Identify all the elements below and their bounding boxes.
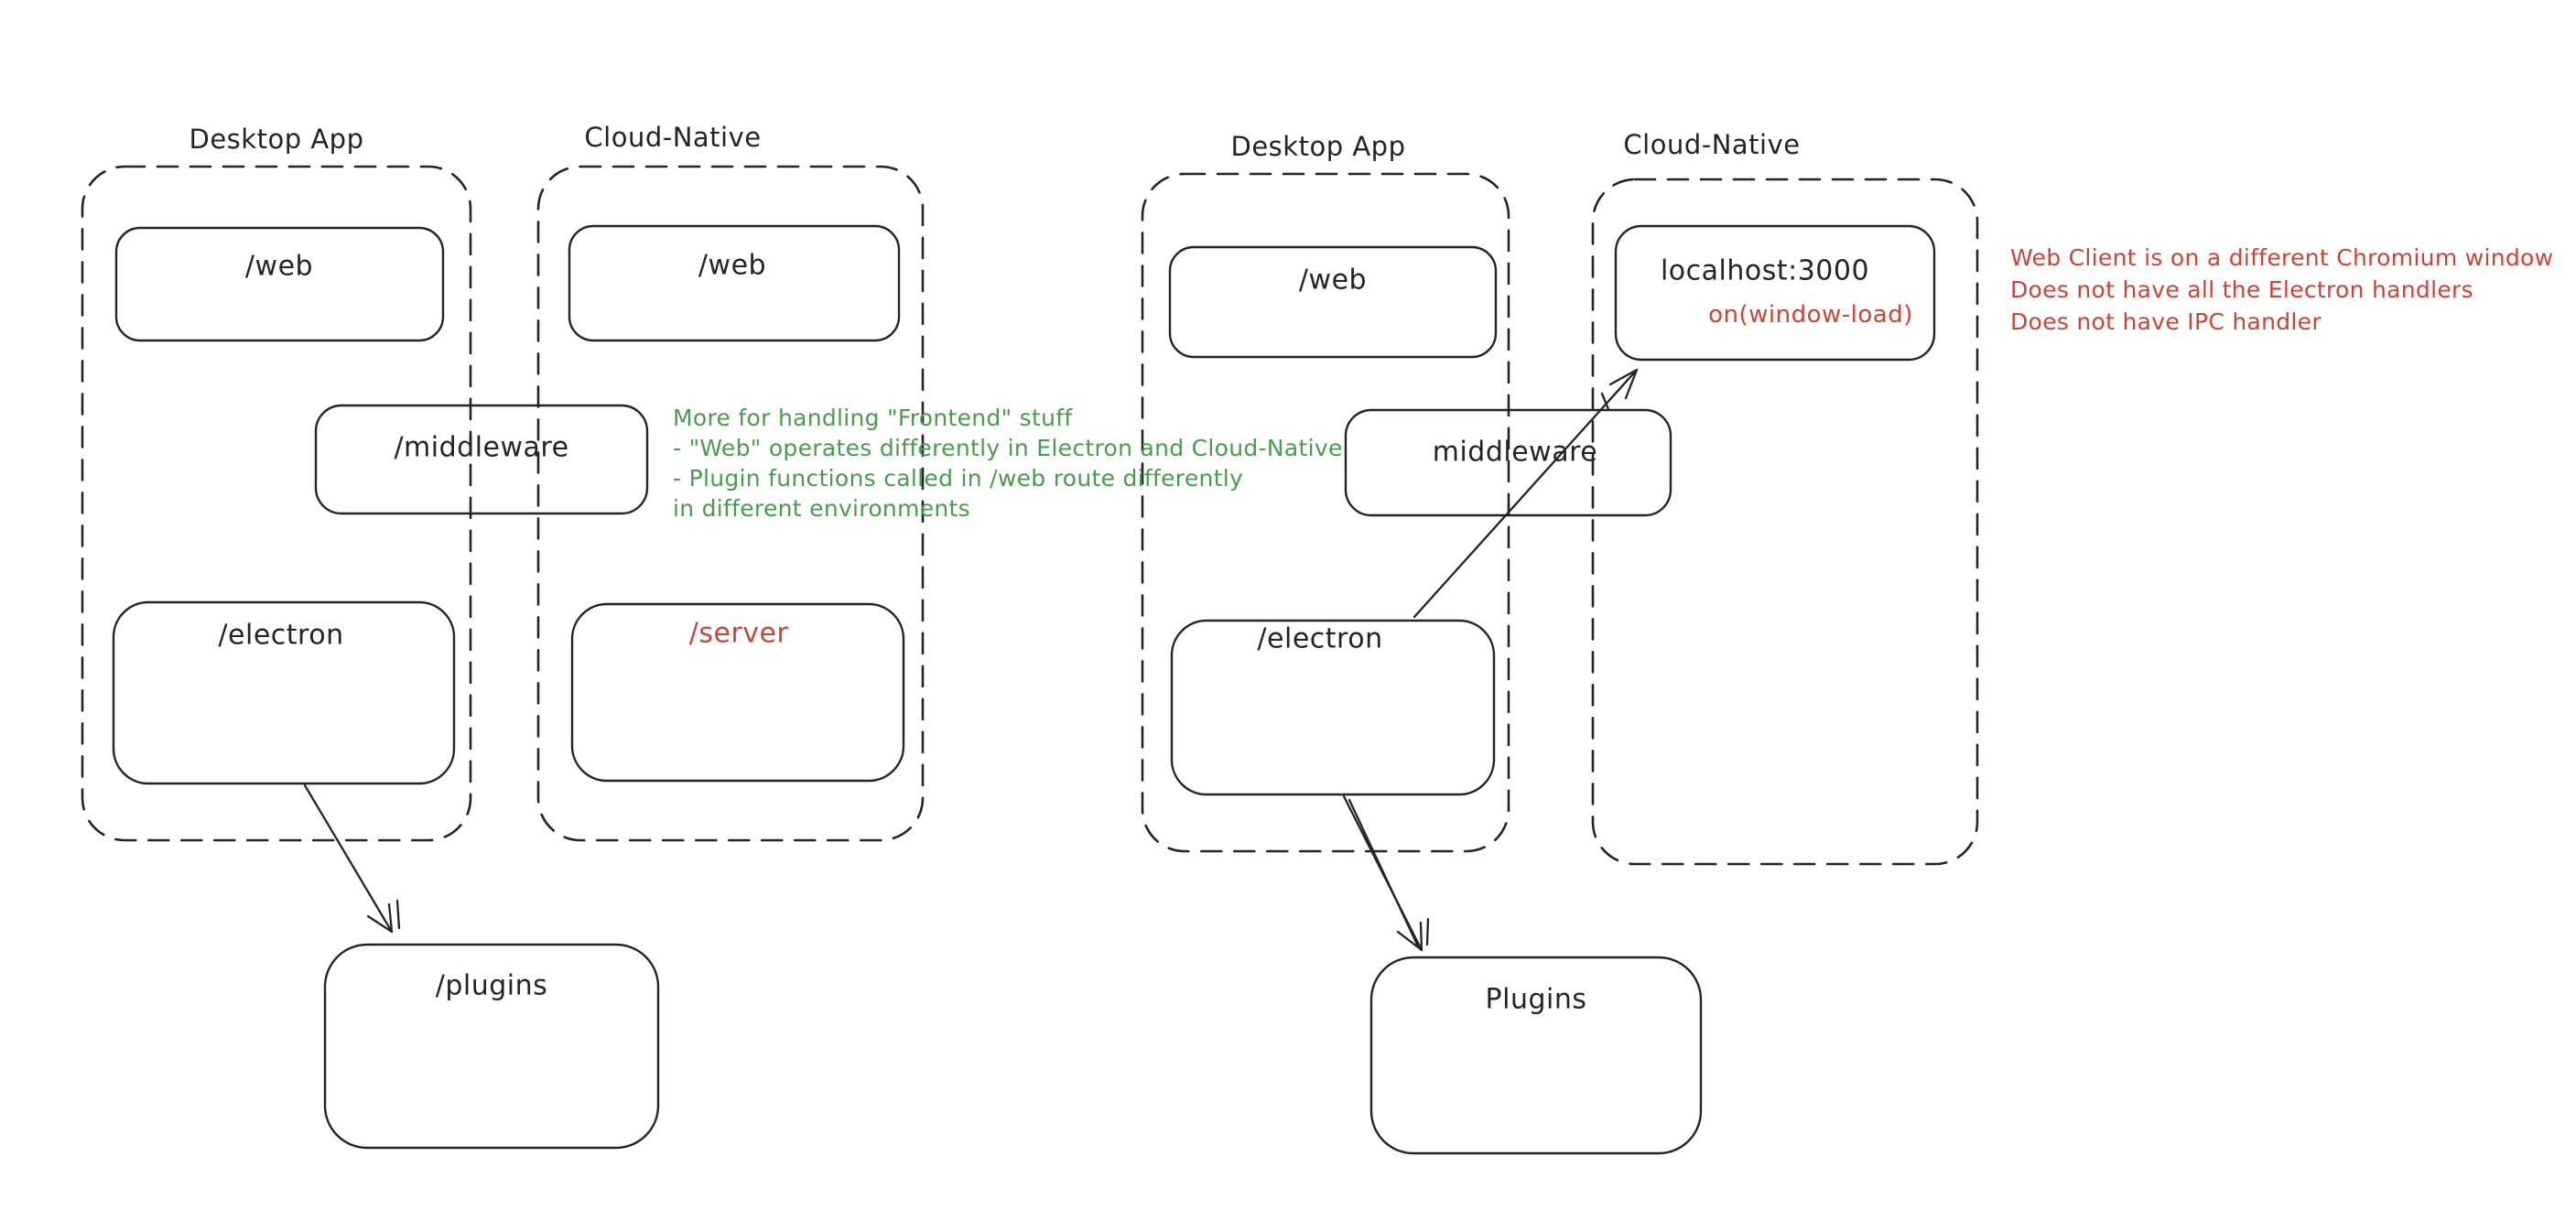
right-desktop-app-title: Desktop App <box>1230 131 1406 162</box>
left-desktop-app-title: Desktop App <box>189 124 364 155</box>
right-middleware-label: middleware <box>1432 436 1598 469</box>
right-electron-to-plugins-arrow <box>1342 794 1430 952</box>
left-plugins-label: /plugins <box>435 969 548 1002</box>
red-note-line-3: Does not have IPC handler <box>2010 308 2322 335</box>
left-plugins-box <box>323 943 660 1150</box>
right-web-box <box>1168 245 1498 359</box>
right-electron-to-localhost-arrow <box>1412 368 1639 619</box>
green-middleware-note: More for handling "Frontend" stuff - "We… <box>673 403 1343 524</box>
right-plugins-label: Plugins <box>1485 983 1587 1016</box>
red-note-line-1: Web Client is on a different Chromium wi… <box>2010 244 2554 271</box>
left-electron-label: /electron <box>218 619 344 652</box>
red-web-client-note: Web Client is on a different Chromium wi… <box>2010 242 2553 338</box>
left-middleware-box <box>314 404 649 515</box>
left-electron-to-plugins-arrow <box>303 784 401 934</box>
left-cloud-native-title: Cloud-Native <box>584 122 762 153</box>
right-cloud-native-title: Cloud-Native <box>1623 129 1801 160</box>
left-web-cloud-label: /web <box>698 249 767 282</box>
right-electron-box <box>1170 619 1496 796</box>
left-web-desktop-box <box>114 226 445 342</box>
green-note-line-2: - "Web" operates differently in Electron… <box>673 435 1343 461</box>
left-server-label: /server <box>688 617 789 650</box>
right-plugins-box <box>1369 956 1703 1155</box>
right-web-label: /web <box>1298 264 1368 297</box>
right-localhost-event-label: on(window-load) <box>1708 301 1913 329</box>
right-electron-label: /electron <box>1257 622 1383 655</box>
green-note-line-3: - Plugin functions called in /web route … <box>673 465 1244 492</box>
right-localhost-box <box>1614 224 1936 362</box>
left-server-box <box>570 602 905 783</box>
right-cloud-native-container <box>1591 178 1979 866</box>
left-desktop-app-container <box>81 165 472 842</box>
green-note-line-1: More for handling "Frontend" stuff <box>673 405 1073 431</box>
red-note-line-2: Does not have all the Electron handlers <box>2010 276 2473 303</box>
right-middleware-box <box>1344 408 1672 517</box>
left-web-desktop-label: /web <box>244 250 314 283</box>
green-note-line-4: in different environments <box>673 495 970 522</box>
left-cloud-native-container <box>536 165 925 842</box>
left-middleware-label: /middleware <box>394 431 569 464</box>
right-localhost-label: localhost:3000 <box>1660 254 1870 287</box>
left-electron-box <box>112 600 456 785</box>
left-web-cloud-box <box>568 224 901 342</box>
